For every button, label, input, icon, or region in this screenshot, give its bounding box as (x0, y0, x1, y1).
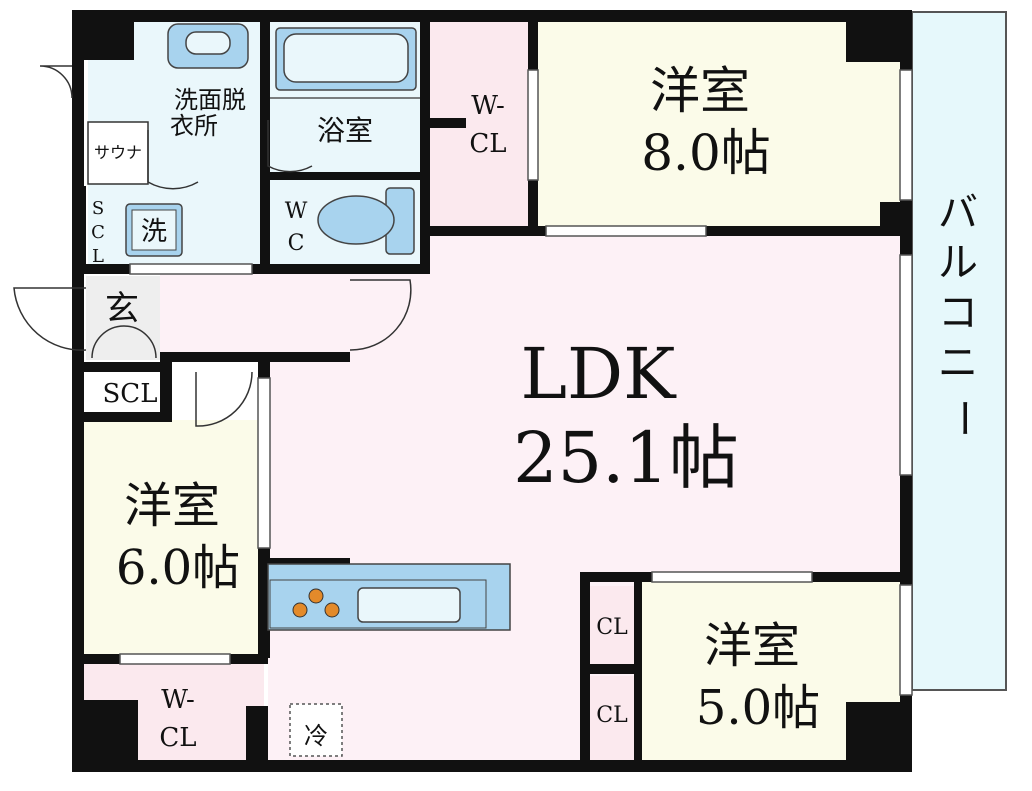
bedroom-west-area (82, 420, 262, 660)
bedroom-south-size: 5.0帖 (696, 680, 820, 736)
bedroom-west-size: 6.0帖 (116, 540, 240, 596)
cl2-label: CL (596, 703, 628, 728)
ldk-name: LDK (521, 333, 678, 415)
bath-label: 浴室 (317, 114, 373, 147)
balcony-char-2: コ (938, 290, 978, 336)
balcony-char-3: ニ (938, 340, 978, 386)
balcony-label: バ ル コ ニ ー (938, 190, 986, 438)
scl-vertical-s: S (92, 198, 104, 219)
balcony-char-0: バ (938, 190, 978, 236)
cl1-area (590, 586, 634, 668)
balcony-char-4: ー (940, 398, 986, 438)
entrance-label: 玄 (105, 289, 139, 329)
fridge-space (289, 703, 343, 757)
scl-vertical-l: L (92, 246, 104, 267)
washer-inner (131, 209, 177, 251)
kitchen-sink (357, 587, 461, 623)
ldk-size: 25.1帖 (513, 417, 739, 499)
bathtub-inner (283, 33, 409, 83)
toilet-bowl (317, 195, 395, 245)
balcony-char-1: ル (938, 240, 978, 286)
bedroom-west-name: 洋室 (124, 478, 220, 534)
scl-vertical-c: C (91, 222, 105, 243)
washroom-label-line1: 洗面脱 (174, 86, 246, 114)
washroom-label-line2: 衣所 (170, 112, 218, 140)
bedroom-north-name: 洋室 (650, 62, 750, 120)
fridge-label: 冷 (304, 722, 328, 750)
entrance-area (86, 276, 160, 360)
cl2-area (590, 676, 634, 764)
washbasin-bowl (185, 31, 231, 55)
sauna-label: サウナ (94, 143, 142, 162)
wcl-south-line1: W- (161, 685, 195, 715)
window-markers (119, 69, 913, 696)
scl-label: SCL (103, 379, 158, 409)
balcony-area (911, 11, 1007, 691)
washer-label: 洗 (141, 217, 167, 247)
wcl-north-line2: CL (469, 129, 506, 159)
scl-area (86, 370, 168, 414)
wcl-south-line2: CL (159, 723, 196, 753)
wcl-north-line1: W- (471, 91, 505, 121)
bedroom-south-name: 洋室 (704, 618, 800, 674)
stove-burners (292, 588, 340, 618)
entry-hall-area (160, 270, 350, 360)
bedroom-north-size: 8.0帖 (641, 124, 771, 182)
cl1-label: CL (596, 615, 628, 640)
wc-label-line2: C (288, 231, 305, 256)
wc-label-line1: W (285, 199, 308, 224)
door-swings (13, 65, 412, 427)
